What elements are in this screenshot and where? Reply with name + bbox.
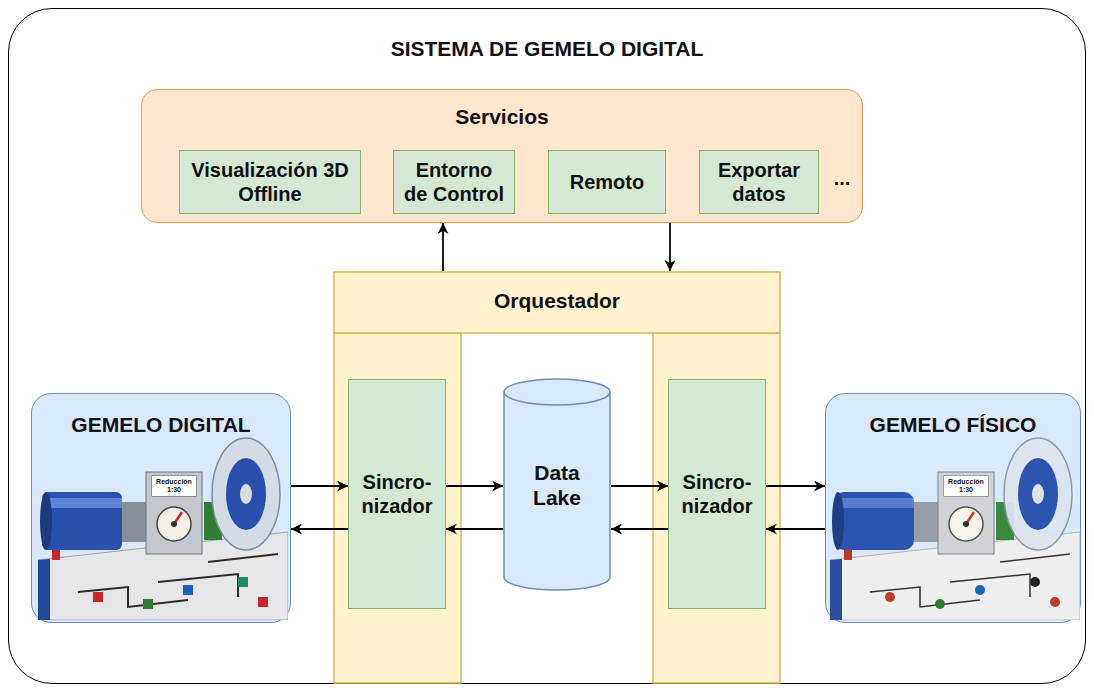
services-panel: ServiciosVisualización 3D Offline Entorno… bbox=[141, 89, 863, 223]
connector-arrow bbox=[611, 528, 668, 530]
connector-arrow bbox=[446, 485, 503, 487]
synchronizer-box: Sincro- nizador bbox=[668, 379, 766, 609]
cylinder-outline bbox=[503, 379, 611, 591]
node-text: GEMELO DIGITAL bbox=[32, 412, 290, 437]
connector-arrow bbox=[291, 528, 348, 530]
node-text: Entorno de Control bbox=[402, 158, 506, 206]
connector-arrow bbox=[291, 485, 348, 487]
node-text: Orquestador bbox=[333, 288, 781, 313]
digital-twin-illustration bbox=[38, 432, 288, 620]
connector-arrow bbox=[669, 223, 671, 271]
connector-arrow bbox=[611, 485, 668, 487]
service-box: Entorno de Control bbox=[393, 150, 515, 214]
system-frame: SISTEMA DE GEMELO DIGITAL ServiciosVisual… bbox=[8, 8, 1086, 684]
node-text: Visualización 3D Offline bbox=[188, 158, 352, 206]
connector-arrow bbox=[442, 223, 444, 271]
synchronizer-box: Sincro- nizador bbox=[348, 379, 446, 609]
node-text: Sincro- nizador bbox=[677, 470, 757, 518]
node-text: Remoto bbox=[570, 170, 644, 194]
node-text: Data Lake bbox=[511, 460, 603, 510]
physical-twin-illustration bbox=[830, 432, 1080, 620]
ellipsis-more: ... bbox=[822, 166, 862, 196]
node-text: Exportar datos bbox=[708, 158, 810, 206]
reduction-plate-label: Reducción 1:30 bbox=[152, 476, 196, 496]
node-text: Sincro- nizador bbox=[357, 470, 437, 518]
service-box: Remoto bbox=[548, 150, 666, 214]
physical-twin-box: GEMELO FÍSICO Reducción 1:30 bbox=[825, 393, 1081, 623]
data-lake-cylinder: Data Lake bbox=[503, 379, 611, 591]
connector-arrow bbox=[766, 485, 825, 487]
node-text: SISTEMA DE GEMELO DIGITAL bbox=[9, 36, 1085, 61]
node-text: GEMELO FÍSICO bbox=[826, 412, 1080, 437]
digital-twin-box: GEMELO DIGITAL Reducción 1:30 bbox=[31, 393, 291, 623]
connector-arrow bbox=[766, 528, 825, 530]
service-box: Exportar datos bbox=[699, 150, 819, 214]
service-box: Visualización 3D Offline bbox=[179, 150, 361, 214]
reduction-plate-label: Reducción 1:30 bbox=[944, 476, 988, 496]
node-text: Servicios bbox=[142, 104, 862, 129]
connector-arrow bbox=[446, 528, 503, 530]
